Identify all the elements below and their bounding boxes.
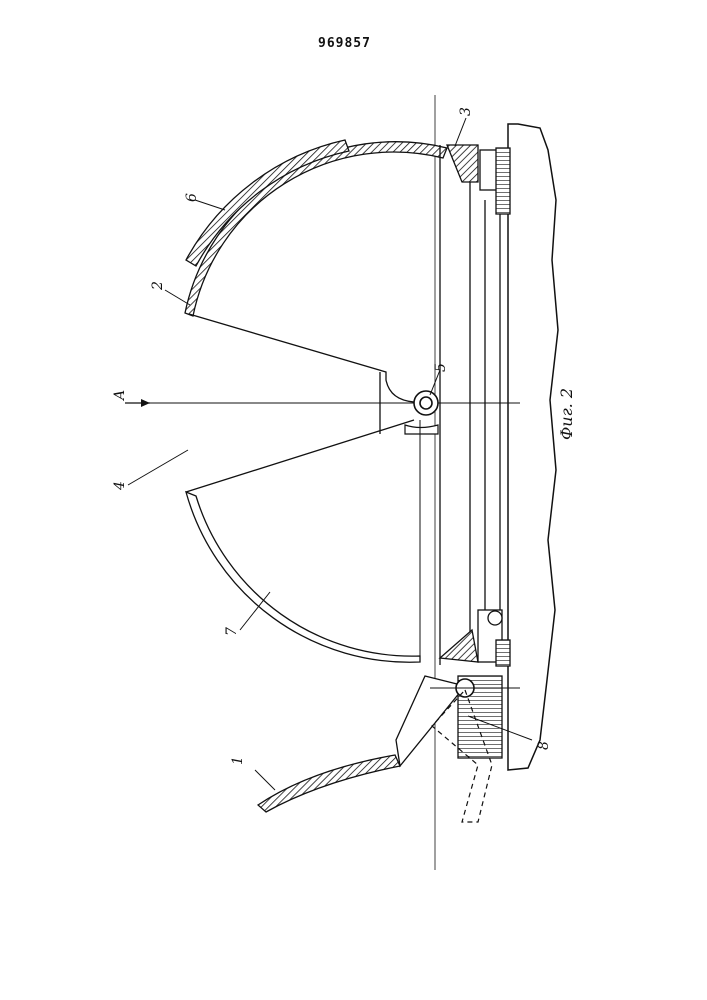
ground-base [508,124,558,770]
support-bracket-top [447,145,510,214]
pivot-pin [420,397,432,409]
view-arrow-a [125,399,150,407]
drum-sector-lower [186,492,420,662]
label-7: 7 [224,627,240,636]
label-2: 2 [150,281,166,291]
label-8: 8 [536,741,552,750]
label-6: 6 [184,193,200,202]
label-5: 5 [433,363,449,372]
front-shield [258,755,400,812]
platform-frame [440,145,500,665]
support-bracket-bottom [440,610,510,666]
label-4: 4 [112,481,128,491]
drum-sector-upper [185,142,447,316]
view-label-a: A [112,390,128,402]
figure-caption: Фиг. 2 [557,388,576,440]
label-1: 1 [230,756,246,765]
pivot-saddle [405,425,438,434]
lower-arm [186,420,414,492]
label-3: 3 [458,107,474,116]
shield-arm [396,676,465,766]
